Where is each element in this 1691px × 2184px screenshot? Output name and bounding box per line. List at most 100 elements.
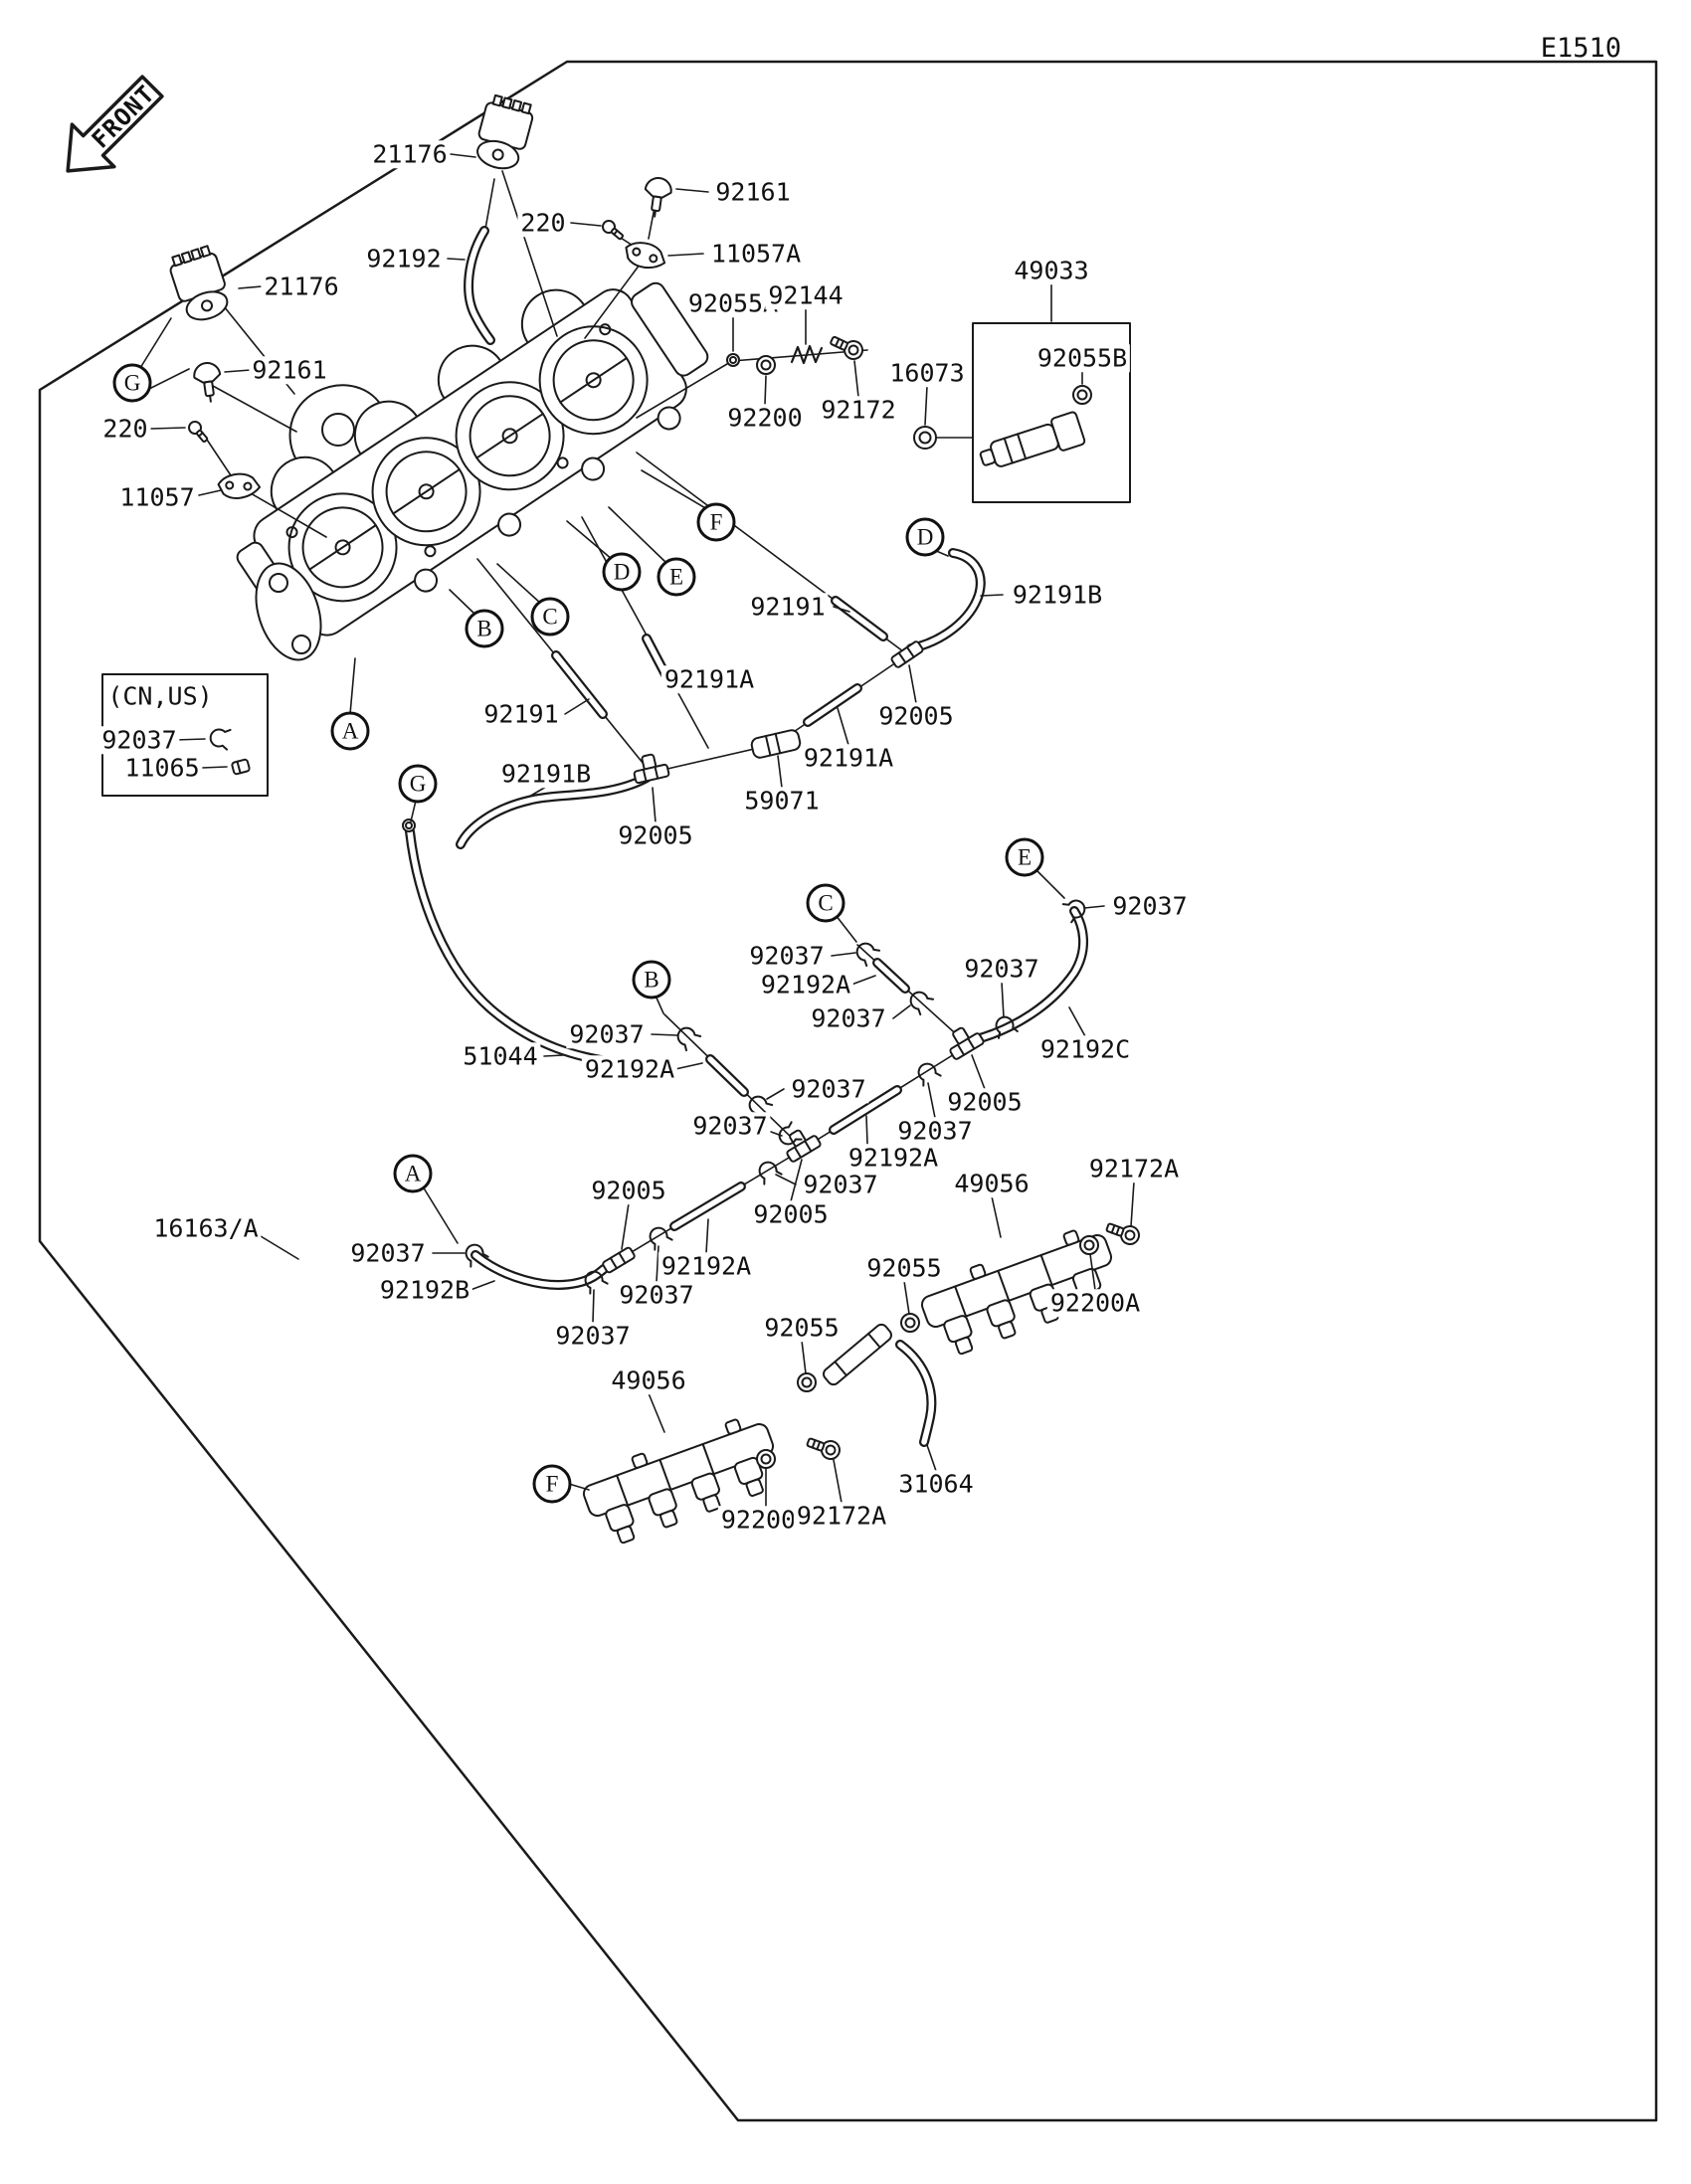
hose-end-ring (402, 819, 416, 832)
part-label-49056: 49056 (951, 1170, 1033, 1197)
part-label-31064: 31064 (895, 1470, 977, 1498)
part-label-92005: 92005 (944, 1088, 1026, 1116)
part-label-92037: 92037 (894, 1117, 976, 1145)
leader-line (224, 369, 252, 373)
washer-92200a (1079, 1235, 1099, 1255)
leader-line (674, 1062, 703, 1070)
leader-line (835, 914, 857, 943)
leader-line (648, 1392, 665, 1433)
part-label-92191a: 92191A (800, 744, 897, 772)
damper-92161 (641, 175, 674, 220)
fuel-pipe-joint (797, 1323, 892, 1392)
part-label-92037: 92037 (552, 1322, 634, 1350)
clamp-92037 (208, 725, 232, 751)
bracket-11057a (622, 238, 669, 273)
leader-line (592, 1289, 595, 1324)
o-ring-92055 (900, 1313, 920, 1333)
leader-line (991, 1195, 1002, 1238)
callout-e: E (1005, 837, 1044, 877)
fuel-injector-49033 (979, 411, 1086, 467)
part-label-92055b: 92055B (1033, 344, 1131, 372)
part-label-16073: 16073 (886, 359, 968, 387)
part-label-92191b: 92191B (1009, 581, 1106, 609)
diagram-border (38, 60, 1658, 2122)
cap-11065 (231, 758, 251, 776)
part-label-51044: 51044 (460, 1042, 541, 1070)
callout-f: F (532, 1464, 572, 1504)
leader-line (652, 787, 657, 823)
callout-b: B (465, 609, 504, 648)
leader-line (766, 1088, 785, 1100)
leader-line (564, 698, 590, 715)
injector (985, 1297, 1022, 1342)
part-label-92192b: 92192B (376, 1276, 473, 1304)
leader-line (260, 1235, 299, 1260)
part-label-92037: 92037 (566, 1020, 648, 1048)
leader-line (908, 664, 917, 704)
leader-line (833, 606, 850, 613)
callout-g: G (398, 764, 438, 804)
part-label-92192c: 92192C (1036, 1035, 1134, 1063)
part-label-92192: 92192 (363, 245, 445, 273)
part-label-92172a: 92172A (1085, 1155, 1183, 1183)
leader-line (198, 489, 222, 496)
part-label-92055a: 92055A (684, 289, 782, 317)
part-label-49056: 49056 (608, 1366, 689, 1394)
leader-line (447, 258, 466, 261)
part-label-92005: 92005 (875, 702, 957, 730)
fuel-rail-lower (582, 1418, 844, 1547)
leader-line (927, 1082, 936, 1119)
injector (941, 1313, 979, 1358)
holder-16073 (913, 426, 937, 450)
valve-59071 (749, 727, 803, 761)
part-label-92037: 92037 (98, 726, 180, 754)
part-label-92191a: 92191A (660, 665, 758, 693)
leader-line (146, 368, 190, 391)
leader-line (410, 800, 417, 822)
leader-line (450, 153, 476, 158)
part-label-220: 220 (99, 415, 151, 443)
leader-line (705, 1218, 709, 1254)
part-label-92037: 92037 (808, 1004, 889, 1032)
part-label-92191: 92191 (480, 700, 562, 728)
leader-line (971, 1054, 986, 1090)
part-label-92161: 92161 (712, 178, 794, 206)
leader-line (892, 1004, 911, 1019)
leader-line (770, 1131, 783, 1137)
washer-92200a (756, 1449, 776, 1469)
bolt-92172a (1103, 1217, 1143, 1248)
callout-d: D (602, 552, 642, 592)
leader-line (349, 657, 356, 715)
part-label-49033: 49033 (1011, 257, 1092, 284)
leader-line (1130, 1181, 1135, 1227)
leader-line (926, 1444, 937, 1472)
leader-line (174, 738, 206, 741)
injector (647, 1486, 683, 1531)
leader-line (833, 1459, 843, 1504)
fuel-rail-upper (900, 1217, 1143, 1358)
leader-line (656, 1245, 659, 1283)
part-label-92172: 92172 (818, 396, 899, 424)
leader-line (651, 1033, 678, 1036)
leader-line (980, 594, 1004, 597)
o-ring-92055b (1072, 385, 1092, 405)
diagram-code: E1510 (1540, 33, 1621, 64)
part-label-92037: 92037 (616, 1281, 697, 1309)
part-label-92200: 92200 (724, 404, 806, 432)
injector (603, 1502, 641, 1547)
leader-line (801, 1340, 807, 1374)
part-label-cnus: (CN,US) (104, 682, 216, 710)
screw-220 (185, 418, 212, 446)
leader-line (675, 188, 709, 193)
bolt-92172a (804, 1432, 844, 1463)
leader-line (1001, 981, 1005, 1018)
o-ring-92055a (726, 353, 740, 367)
injector-detail-box (972, 322, 1131, 503)
throttle-body (236, 281, 709, 661)
callout-e: E (657, 557, 696, 597)
part-label-11057: 11057 (116, 483, 198, 511)
part-label-92191b: 92191B (497, 760, 595, 788)
leader-line (1068, 1006, 1086, 1037)
